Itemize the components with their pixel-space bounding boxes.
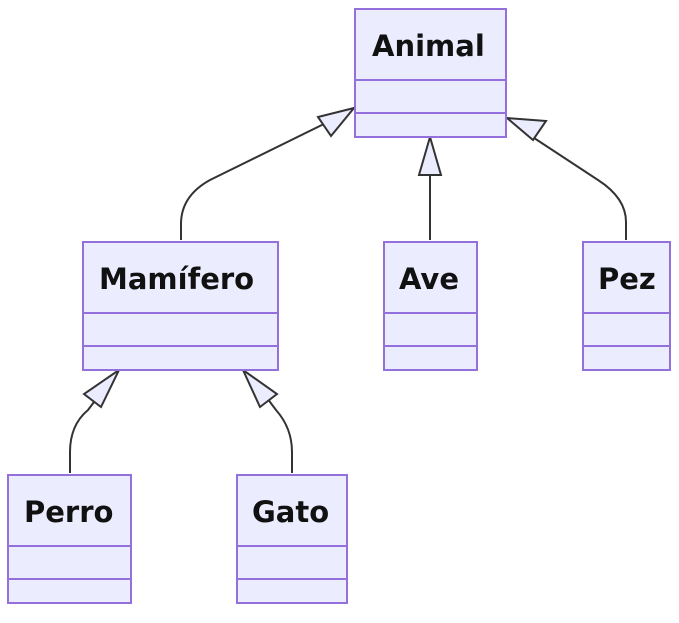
class-name: Ave [399,262,459,296]
inheritance-arrow-gato-mamifero [240,367,279,409]
class-gato[interactable]: Gato [236,474,348,604]
inheritance-arrow-pez-animal [503,116,548,142]
class-pez[interactable]: Pez [582,241,671,371]
edge-perro-mamifero [69,393,101,473]
class-name: Pez [598,262,656,296]
inheritance-arrow-perro-mamifero [82,367,122,409]
inheritance-arrow-mamifero-animal [316,106,357,138]
class-perro[interactable]: Perro [7,474,132,604]
class-name: Animal [372,29,485,63]
class-mamifero[interactable]: Mamífero [82,241,279,371]
edge-gato-mamifero [263,393,293,473]
edge-pez-animal [527,133,627,240]
class-animal[interactable]: Animal [354,8,507,138]
class-name: Perro [24,495,113,529]
edge-mamifero-animal [180,119,333,240]
class-ave[interactable]: Ave [383,241,478,371]
class-name: Mamífero [99,262,254,296]
class-name: Gato [252,495,329,529]
inheritance-arrow-ave-animal [417,133,443,176]
